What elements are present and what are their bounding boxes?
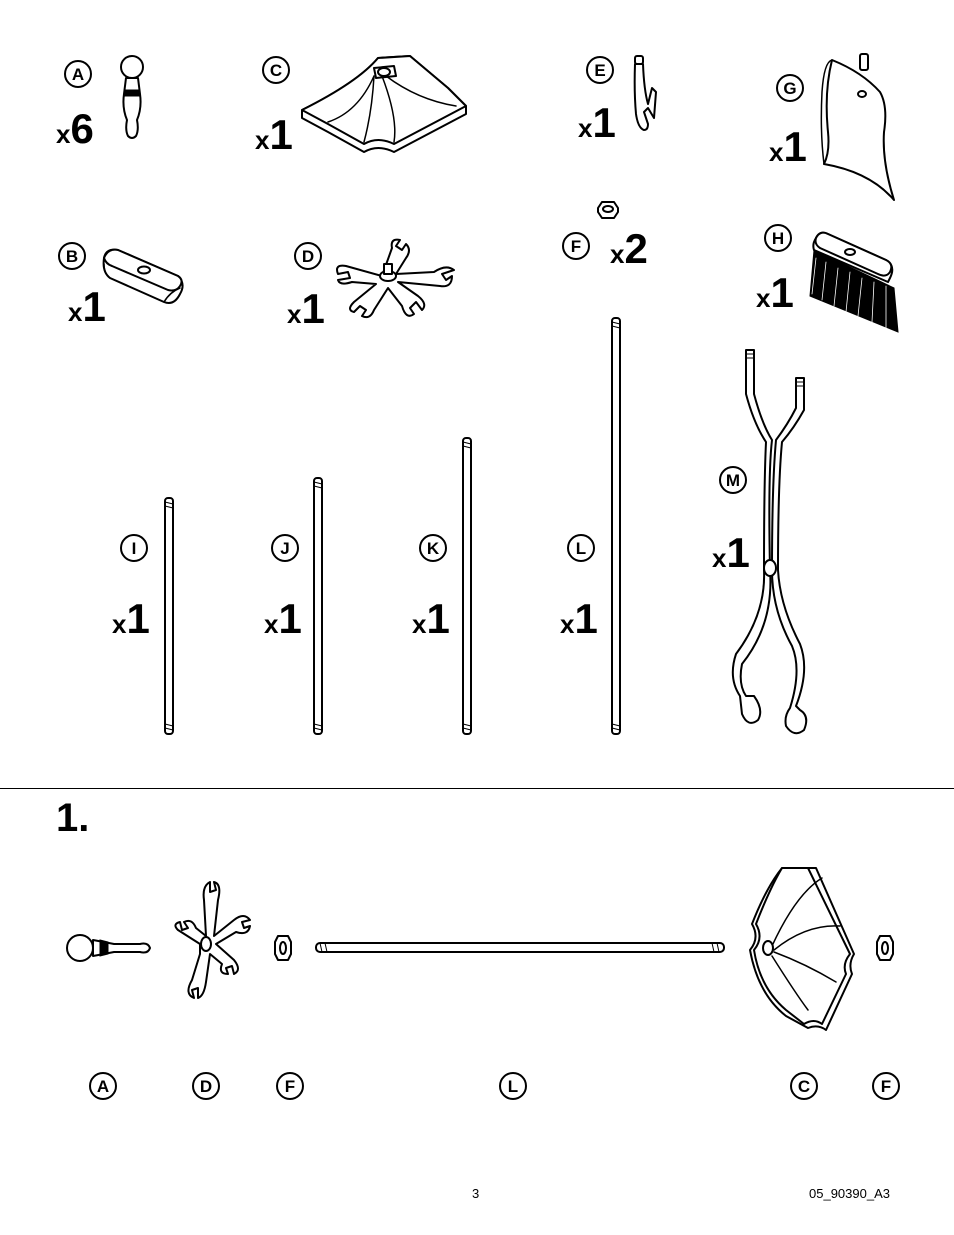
rod-k-icon — [462, 437, 472, 735]
base-plate-icon — [301, 55, 467, 153]
part-qty-h: x1 — [756, 269, 794, 316]
rod-l-icon — [611, 317, 621, 735]
step-number: 1. — [56, 796, 90, 840]
part-qty-m: x1 — [712, 529, 750, 576]
part-label-c: C — [262, 56, 290, 84]
part-label-g: G — [776, 74, 804, 102]
assembly-nut-2-icon — [876, 935, 894, 961]
part-label-i: I — [120, 534, 148, 562]
part-label-m: M — [719, 466, 747, 494]
part-qty-i: x1 — [112, 595, 150, 642]
part-qty-c: x1 — [255, 111, 293, 158]
part-label-l: L — [567, 534, 595, 562]
step-label-a: A — [89, 1072, 117, 1100]
assembly-rod-icon — [315, 942, 725, 953]
assembly-hook-bracket-icon — [174, 881, 251, 999]
part-qty-j: x1 — [264, 595, 302, 642]
section-divider — [0, 788, 954, 789]
part-qty-b: x1 — [68, 283, 106, 330]
step-label-d: D — [192, 1072, 220, 1100]
page-number: 3 — [472, 1186, 480, 1201]
rod-i-icon — [164, 497, 174, 735]
part-qty-a: x6 — [56, 105, 94, 152]
part-label-e: E — [586, 56, 614, 84]
assembly-knob-icon — [66, 934, 151, 962]
part-qty-d: x1 — [287, 285, 325, 332]
assembly-base-plate-icon — [749, 867, 855, 1031]
shovel-icon — [820, 53, 895, 201]
step-label-l: L — [499, 1072, 527, 1100]
part-label-b: B — [58, 242, 86, 270]
part-label-d: D — [294, 242, 322, 270]
part-qty-f: x2 — [610, 225, 648, 272]
part-qty-l: x1 — [560, 595, 598, 642]
part-label-j: J — [271, 534, 299, 562]
poker-hook-icon — [633, 55, 657, 131]
part-label-f: F — [562, 232, 590, 260]
document-code: 05_90390_A3 — [809, 1186, 890, 1201]
brush-icon — [809, 231, 899, 333]
knob-handle-icon — [120, 55, 144, 139]
step-label-f-2: F — [872, 1072, 900, 1100]
step-label-c: C — [790, 1072, 818, 1100]
part-label-h: H — [764, 224, 792, 252]
part-qty-g: x1 — [769, 123, 807, 170]
spacer-block-icon — [102, 248, 184, 304]
hex-nut-icon — [597, 201, 619, 219]
part-qty-e: x1 — [578, 99, 616, 146]
rod-j-icon — [313, 477, 323, 735]
hook-bracket-icon — [336, 238, 455, 319]
part-label-a: A — [64, 60, 92, 88]
part-label-k: K — [419, 534, 447, 562]
step-label-f-1: F — [276, 1072, 304, 1100]
tongs-icon — [731, 349, 808, 735]
assembly-nut-1-icon — [274, 935, 292, 961]
part-qty-k: x1 — [412, 595, 450, 642]
